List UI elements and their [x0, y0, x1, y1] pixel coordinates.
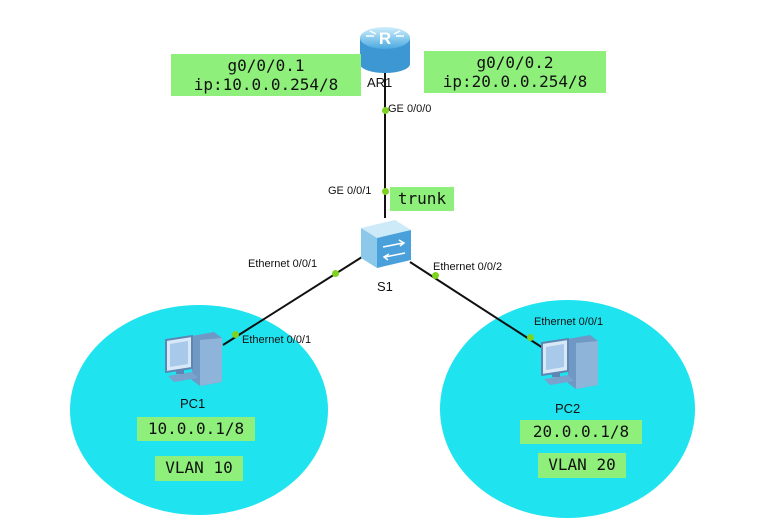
- switch-right-port-label: Ethernet 0/0/2: [433, 261, 503, 273]
- pc-icon: [541, 335, 598, 389]
- router-icon: R: [360, 27, 410, 73]
- pc1-name: PC1: [180, 396, 206, 411]
- pc2-device[interactable]: [538, 333, 602, 393]
- port-dot-switch-eth002: [432, 272, 439, 279]
- pc1-ip-note: 10.0.0.1/8: [137, 417, 255, 441]
- router-port-label: GE 0/0/0: [388, 103, 432, 115]
- vlan-20-zone: [440, 300, 695, 518]
- port-dot-switch-ge001: [382, 188, 389, 195]
- pc1-vlan-note: VLAN 10: [155, 456, 243, 481]
- switch-s1[interactable]: [357, 214, 415, 270]
- switch-uplink-port-label: GE 0/0/1: [328, 185, 372, 197]
- link-switch-pc1: [222, 256, 363, 346]
- subinterface-1-name: g0/0/0.1: [227, 56, 305, 75]
- port-dot-switch-eth001: [332, 270, 339, 277]
- pc2-name: PC2: [555, 401, 581, 416]
- port-dot-router-ge000: [382, 107, 389, 114]
- router-subinterface-1-note: g0/0/0.1 ip:10.0.0.254/8: [171, 54, 361, 96]
- port-dot-pc1-eth001: [232, 331, 239, 338]
- router-ar1[interactable]: R: [356, 18, 414, 74]
- subinterface-2-ip: ip:20.0.0.254/8: [442, 72, 588, 91]
- svg-text:R: R: [379, 29, 391, 48]
- port-dot-pc2-eth001: [527, 334, 534, 341]
- pc2-ip-note: 20.0.0.1/8: [520, 420, 642, 444]
- pc1-port-label: Ethernet 0/0/1: [242, 334, 312, 346]
- router-name: AR1: [367, 75, 393, 90]
- subinterface-1-ip: ip:10.0.0.254/8: [193, 75, 339, 94]
- switch-left-port-label: Ethernet 0/0/1: [248, 258, 318, 270]
- switch-icon: [361, 220, 411, 268]
- subinterface-2-name: g0/0/0.2: [476, 53, 554, 72]
- pc-icon: [165, 332, 222, 386]
- link-switch-pc2: [409, 261, 544, 349]
- switch-name: S1: [377, 279, 393, 294]
- pc1-device[interactable]: [162, 330, 226, 390]
- pc2-port-label: Ethernet 0/0/1: [534, 316, 604, 328]
- pc2-vlan-note: VLAN 20: [538, 453, 626, 478]
- router-subinterface-2-note: g0/0/0.2 ip:20.0.0.254/8: [424, 51, 606, 93]
- trunk-note: trunk: [390, 187, 454, 211]
